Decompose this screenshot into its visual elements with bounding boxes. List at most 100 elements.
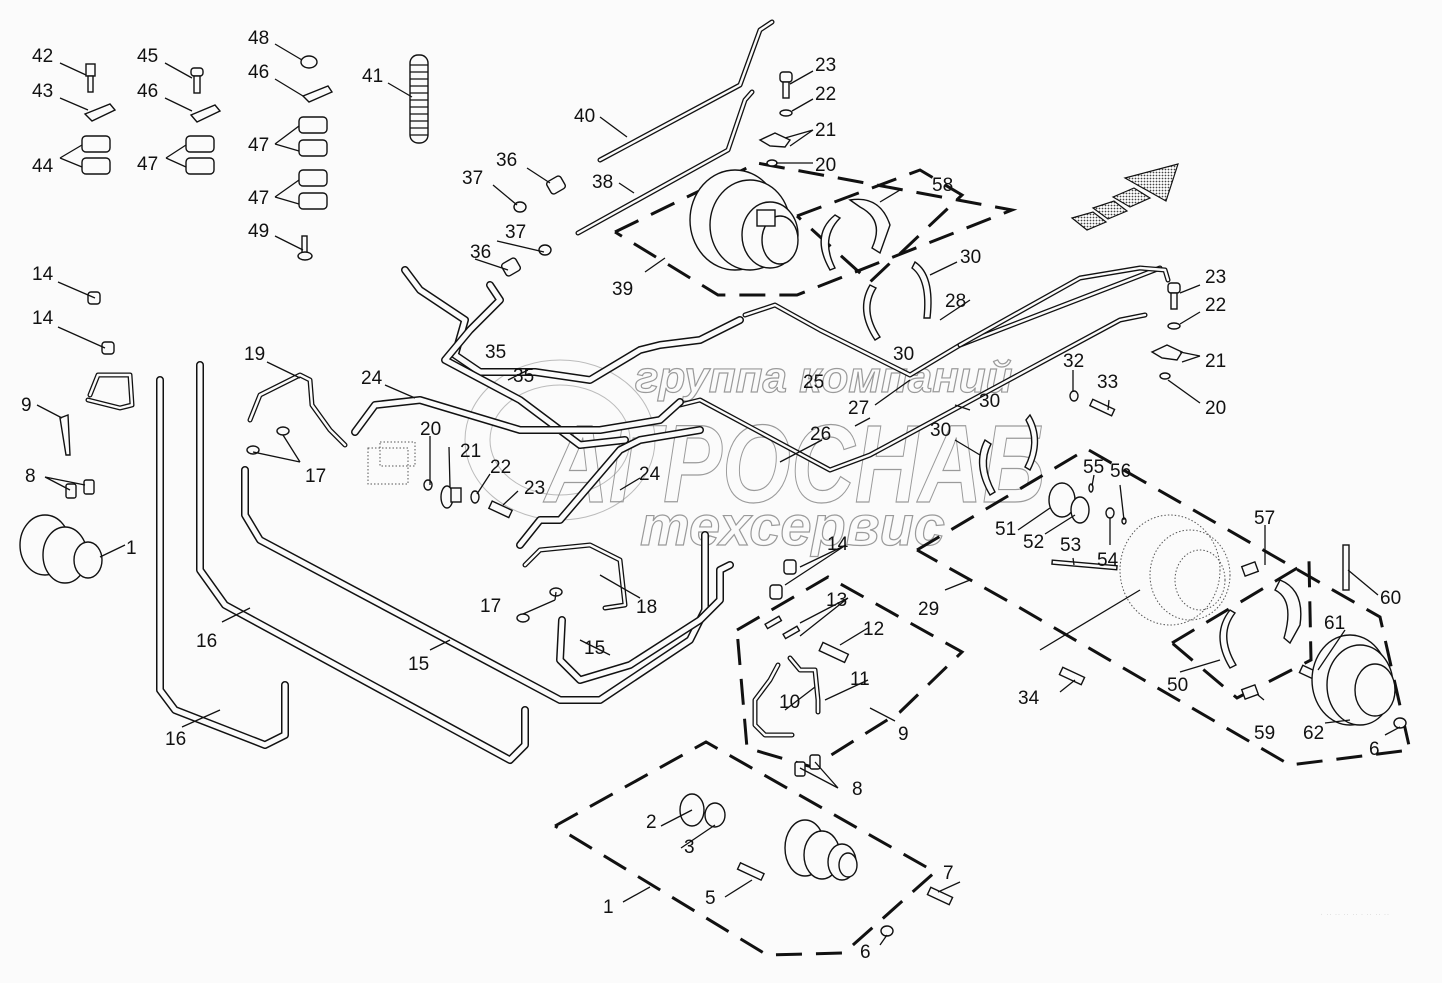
callout-49: 49: [248, 221, 269, 242]
callout-56: 56: [1110, 461, 1131, 482]
bracket-21c-icon: [440, 485, 462, 509]
bracket-21b-icon: [1150, 344, 1184, 361]
callout-14: 14: [32, 308, 54, 329]
callout-30: 30: [893, 344, 914, 365]
callout-50: 50: [1167, 675, 1188, 696]
callout-23: 23: [815, 55, 836, 76]
callout-26: 26: [810, 424, 831, 445]
bolt-42-icon: [85, 63, 96, 93]
callout-30: 30: [960, 247, 981, 268]
fitting-36b-icon: [500, 257, 522, 277]
assembly-9-boundary: [735, 575, 965, 769]
callout-17: 17: [305, 466, 326, 487]
valve-block-icon: [367, 441, 416, 485]
bracket-21a-icon: [758, 132, 792, 148]
bolt-23a-icon: [779, 71, 793, 99]
watermark: группа компаний АГРОСНАБ техсервис: [464, 352, 1046, 558]
callout-37: 37: [462, 168, 483, 189]
brake-assembly-29-icon: [1119, 514, 1231, 626]
bolt-5-icon: [736, 861, 765, 882]
callout-14: 14: [32, 264, 54, 285]
washer-32-icon: [1069, 390, 1079, 402]
callout-35: 35: [485, 342, 506, 363]
washer-22b-icon: [1167, 322, 1181, 330]
assembly-1-boundary: [554, 740, 938, 957]
callout-60: 60: [1380, 588, 1401, 609]
bolt-49-icon: [297, 235, 313, 261]
bolt-12-icon: [818, 641, 850, 664]
callout-48: 48: [248, 28, 269, 49]
bolt-7-icon: [926, 886, 954, 906]
callout-37: 37: [505, 222, 526, 243]
hub-assembly-39-icon: [689, 169, 799, 271]
bolt-23c-icon: [487, 500, 514, 519]
clip-13-icon: [764, 615, 801, 640]
seal-20b-icon: [1159, 372, 1171, 380]
callout-1: 1: [603, 897, 614, 918]
spring-60-icon: [1342, 544, 1350, 591]
callout-20: 20: [1205, 398, 1226, 419]
seal-20a-icon: [766, 159, 778, 167]
callout-14: 14: [827, 534, 849, 555]
leader-lines: [36, 43, 1401, 946]
nut-48-icon: [300, 55, 318, 69]
callout-39: 39: [612, 279, 633, 300]
bleed-valve-9-icon: [59, 414, 71, 456]
callout-9: 9: [898, 724, 909, 745]
callout-41: 41: [362, 66, 383, 87]
lining-30d-icon: [978, 438, 996, 496]
o-ring-52-icon: [1070, 496, 1090, 524]
callout-22: 22: [1205, 295, 1226, 316]
callout-52: 52: [1023, 532, 1044, 553]
adjuster-57-icon: [1240, 561, 1260, 577]
callout-9: 9: [21, 395, 32, 416]
callout-47: 47: [137, 154, 158, 175]
callout-36: 36: [496, 150, 517, 171]
callout-29: 29: [918, 599, 939, 620]
parts: [19, 54, 1407, 937]
footer-code: · ·· ·· ·· ·· · ·· ·· ··: [1320, 912, 1390, 918]
callout-11: 11: [850, 669, 870, 690]
plate-46-icon: [189, 104, 222, 123]
callout-6: 6: [1369, 739, 1380, 760]
callout-21: 21: [815, 120, 836, 141]
callout-18: 18: [636, 597, 657, 618]
callout-7: 7: [943, 863, 954, 884]
callout-58: 58: [932, 175, 953, 196]
adjuster-59-icon: [1240, 684, 1260, 700]
callout-36: 36: [470, 242, 491, 263]
clamp-47-icon: [185, 135, 215, 175]
nut-6a-icon: [880, 925, 894, 937]
o-ring-3-icon: [704, 802, 726, 828]
pin-53-icon: [1051, 559, 1118, 571]
callout-25: 25: [803, 372, 824, 393]
plate-43-icon: [83, 103, 117, 122]
callout-44: 44: [32, 156, 54, 177]
callout-55: 55: [1083, 457, 1104, 478]
callout-8: 8: [25, 466, 36, 487]
callout-59: 59: [1254, 723, 1275, 744]
lining-30c-icon: [1024, 413, 1039, 471]
bolt-33-icon: [1088, 398, 1116, 417]
callout-51: 51: [995, 519, 1016, 540]
washer-54-icon: [1105, 507, 1115, 519]
callout-20: 20: [815, 155, 836, 176]
washer-17b-icon: [276, 426, 290, 436]
callout-13: 13: [826, 590, 847, 611]
callout-8: 8: [852, 779, 863, 800]
callout-30: 30: [930, 420, 951, 441]
callout-27: 27: [848, 398, 869, 419]
brake-shoes-50-icon: [1219, 579, 1302, 669]
nut-6b-icon: [1393, 717, 1407, 729]
callout-61: 61: [1324, 613, 1345, 634]
callout-47: 47: [248, 135, 269, 156]
callout-21: 21: [460, 441, 481, 462]
callout-47: 47: [248, 188, 269, 209]
clamp-44-icon: [81, 135, 111, 175]
callout-12: 12: [863, 619, 884, 640]
callout-5: 5: [705, 888, 716, 909]
callout-30: 30: [979, 391, 1000, 412]
callout-35: 35: [513, 366, 534, 387]
watermark-logo-ring-inner: [489, 384, 631, 496]
